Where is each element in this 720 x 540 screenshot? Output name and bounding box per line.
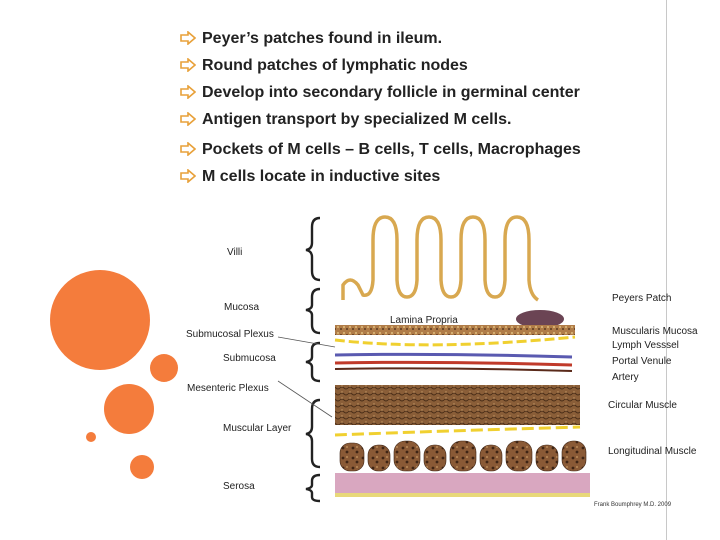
label-lamina-propria: Lamina Propria bbox=[390, 315, 458, 326]
bullet-text: Antigen transport by specialized M cells… bbox=[202, 111, 512, 128]
label-portal-venule: Portal Venule bbox=[612, 356, 672, 367]
decor-circle-large bbox=[50, 270, 150, 370]
label-longitudinal-muscle: Longitudinal Muscle bbox=[608, 446, 697, 457]
decor-circle-medium bbox=[104, 384, 154, 434]
arrow-right-icon bbox=[180, 142, 196, 156]
bullet-text: Round patches of lymphatic nodes bbox=[202, 57, 468, 74]
bullet-text: Peyer’s patches found in ileum. bbox=[202, 30, 443, 47]
arrow-right-icon bbox=[180, 112, 196, 126]
intestine-layers-illustration bbox=[277, 215, 590, 503]
label-peyers-patch: Peyers Patch bbox=[612, 293, 672, 304]
arrow-right-icon bbox=[180, 169, 196, 183]
label-lymph-vessel: Lymph Vesssel bbox=[612, 340, 679, 351]
slide-border-line bbox=[666, 0, 667, 540]
figure-credit: Frank Boumphrey M.D. 2009 bbox=[594, 502, 672, 508]
layer-braces bbox=[305, 216, 321, 503]
label-serosa: Serosa bbox=[223, 481, 255, 492]
decor-circle-small bbox=[150, 354, 178, 382]
villi-shape bbox=[341, 215, 540, 302]
peyers-patch-shape bbox=[516, 310, 564, 328]
label-artery: Artery bbox=[612, 372, 639, 383]
label-submucosal-plexus: Submucosal Plexus bbox=[186, 329, 274, 340]
decor-circle-lower bbox=[130, 455, 154, 479]
bullet-text: Pockets of M cells – B cells, T cells, M… bbox=[202, 141, 581, 158]
muscularis-mucosa-band bbox=[335, 325, 575, 335]
bullet-text: Develop into secondary follicle in germi… bbox=[202, 84, 580, 101]
decor-circle-tiny bbox=[86, 432, 96, 442]
leader-lines bbox=[277, 336, 336, 418]
vessel-line-dark bbox=[334, 367, 573, 372]
label-mucosa: Mucosa bbox=[224, 302, 260, 313]
label-circular-muscle: Circular Muscle bbox=[608, 400, 677, 411]
serosa-edge bbox=[335, 493, 590, 497]
label-mesenteric-plexus: Mesenteric Plexus bbox=[187, 383, 269, 394]
bullet-text: M cells locate in inductive sites bbox=[202, 168, 441, 185]
label-villi: Villi bbox=[227, 247, 243, 258]
plexus-dashed-line bbox=[334, 425, 581, 437]
portal-venule-line bbox=[334, 352, 573, 359]
arrow-right-icon bbox=[180, 31, 196, 45]
lymph-vessel-line bbox=[334, 335, 576, 347]
intestine-layers-figure: Villi Mucosa Submucosal Plexus Submucosa… bbox=[180, 205, 610, 520]
circular-muscle-band bbox=[335, 385, 580, 425]
label-muscularis-mucosa: Muscularis Mucosa bbox=[612, 326, 698, 337]
arrow-right-icon bbox=[180, 85, 196, 99]
label-muscular-layer: Muscular Layer bbox=[223, 423, 292, 434]
label-submucosa: Submucosa bbox=[223, 353, 276, 364]
longitudinal-muscle-blobs bbox=[339, 440, 587, 472]
serosa-band bbox=[335, 473, 590, 495]
arrow-right-icon bbox=[180, 58, 196, 72]
artery-line bbox=[334, 360, 573, 367]
